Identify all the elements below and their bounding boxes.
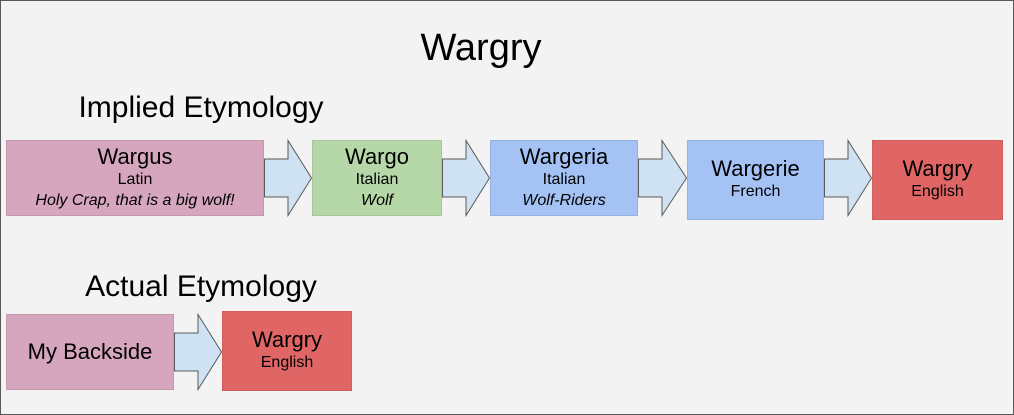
arrow-1-icon — [264, 138, 313, 218]
node-gloss: Wolf-Riders — [522, 192, 606, 209]
node-my-backside: My Backside — [6, 314, 174, 390]
node-language: Italian — [542, 171, 586, 188]
arrow-5-icon — [174, 312, 223, 392]
arrow-3-icon — [638, 138, 688, 218]
node-language: Italian — [355, 171, 399, 188]
diagram-title: Wargry — [420, 27, 542, 69]
implied-etymology-heading: Implied Etymology — [78, 91, 324, 124]
node-gloss: Holy Crap, that is a big wolf! — [35, 192, 235, 209]
node-name: Wargo — [345, 144, 409, 169]
node-language: Latin — [117, 171, 153, 188]
node-name: Wargry — [251, 327, 323, 352]
node-gloss: Wolf — [361, 192, 393, 209]
node-name: Wargry — [902, 156, 973, 181]
arrow-2-icon — [442, 138, 491, 218]
node-language: French — [730, 183, 781, 200]
node-language: English — [911, 183, 964, 200]
arrow-4-icon — [824, 138, 873, 218]
node-wargo: Wargo Italian Wolf — [312, 140, 442, 216]
actual-etymology-heading: Actual Etymology — [85, 270, 317, 303]
node-wargry-implied: Wargry English — [872, 140, 1003, 220]
node-wargus: Wargus Latin Holy Crap, that is a big wo… — [6, 140, 264, 216]
node-wargerie: Wargerie French — [687, 140, 824, 220]
node-name: Wargus — [97, 144, 173, 169]
node-language: English — [260, 354, 314, 371]
node-name: My Backside — [27, 339, 153, 364]
node-name: Wargerie — [711, 156, 800, 181]
node-name: Wargeria — [519, 144, 609, 169]
node-wargry-actual: Wargry English — [222, 311, 352, 391]
node-wargeria: Wargeria Italian Wolf-Riders — [490, 140, 638, 216]
